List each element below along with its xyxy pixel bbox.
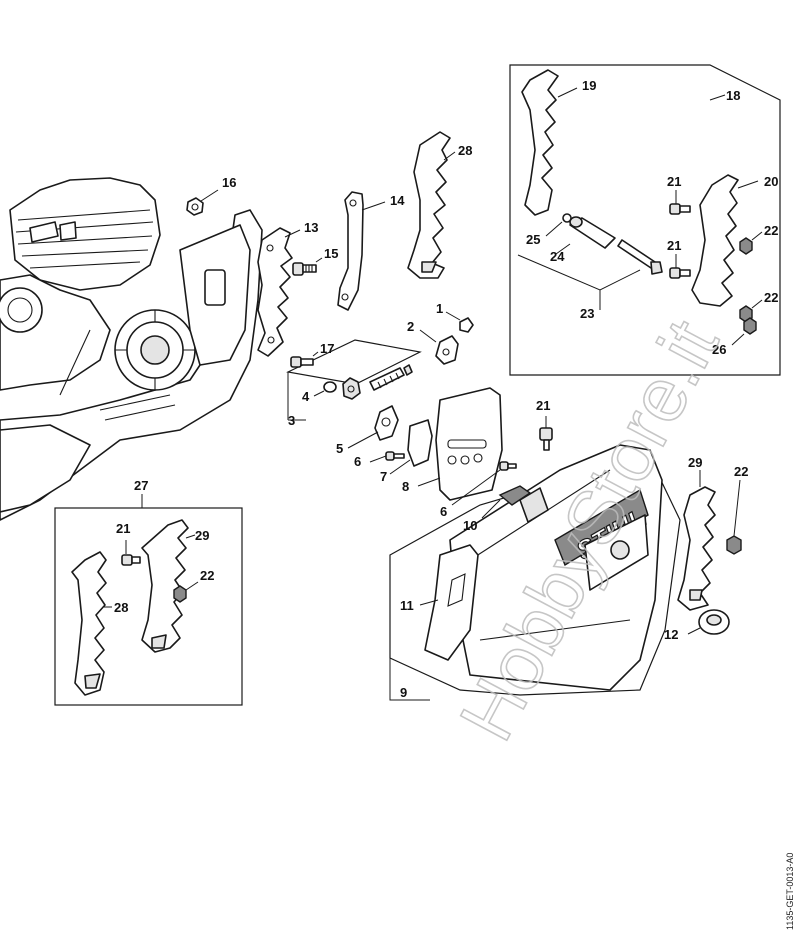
screw-6-right: 6 [440, 461, 517, 519]
callout-17: 17 [320, 341, 334, 356]
spiked-bumper-29-right: 29 [677, 455, 716, 611]
screw-6-left: 6 [354, 451, 405, 469]
callout-2: 2 [407, 319, 414, 334]
plate-7: 7 [380, 419, 433, 484]
callout-14: 14 [390, 193, 405, 208]
screw-15: 15 [292, 246, 338, 276]
callout-21-box-bottom: 21 [667, 238, 681, 253]
callout-16: 16 [222, 175, 236, 190]
callout-20: 20 [764, 174, 778, 189]
callout-11: 11 [400, 598, 414, 613]
callout-22-box-mid: 22 [764, 290, 778, 305]
spiked-bumper-13: 13 [257, 220, 318, 357]
callout-22-box27: 22 [200, 568, 214, 583]
callout-6-left: 6 [354, 454, 361, 469]
callout-3: 3 [288, 413, 295, 428]
callout-21-box27: 21 [116, 521, 130, 536]
callout-29-box: 29 [195, 528, 209, 543]
callout-4: 4 [302, 389, 310, 404]
callout-25: 25 [526, 232, 540, 247]
callout-15: 15 [324, 246, 338, 261]
callout-19: 19 [582, 78, 596, 93]
doc-reference: 1135-GET-0013-A0 [785, 853, 795, 930]
tensioner-kit: 17 4 3 [286, 339, 422, 428]
callout-22-box-top: 22 [764, 223, 778, 238]
nut-22-right: 22 [726, 464, 748, 555]
callout-5: 5 [336, 441, 343, 456]
callout-9: 9 [400, 685, 407, 700]
guide-plate-8: 8 [402, 387, 503, 501]
slide-5: 5 [336, 405, 399, 456]
callout-28-top: 28 [458, 143, 472, 158]
callout-26: 26 [712, 342, 726, 357]
callout-6-right: 6 [440, 504, 447, 519]
callout-7: 7 [380, 469, 387, 484]
spiked-bumper-28-top: 28 [407, 131, 472, 279]
wedge-11: 11 [400, 544, 479, 661]
sprocket-cover-9: STIHL 9 [389, 444, 681, 701]
nut-16: 16 [186, 175, 236, 216]
callout-22-right: 22 [734, 464, 748, 479]
callout-1: 1 [436, 301, 443, 316]
engine-assembly [0, 177, 263, 521]
callout-29-right: 29 [688, 455, 702, 470]
callout-8: 8 [402, 479, 409, 494]
screw-21-cover: 21 [536, 398, 553, 451]
insert-10: 10 [463, 485, 532, 533]
callout-27: 27 [134, 478, 148, 493]
callout-24: 24 [550, 249, 565, 264]
tensioner-slide-2: 2 [407, 319, 459, 365]
callout-10: 10 [463, 518, 477, 533]
callout-21-box-top: 21 [667, 174, 681, 189]
kit-box-27: 27 28 29 21 22 [54, 478, 243, 706]
kit-box-18: 18 19 20 21 21 22 22 26 24 [509, 64, 781, 376]
callout-28-box: 28 [114, 600, 128, 615]
bracket-14: 14 [337, 191, 405, 311]
nut-12: 12 [664, 609, 730, 642]
callout-18: 18 [726, 88, 740, 103]
callout-12: 12 [664, 627, 678, 642]
callout-13: 13 [304, 220, 318, 235]
callout-23: 23 [580, 306, 594, 321]
callout-21-cover: 21 [536, 398, 550, 413]
clip-1: 1 [436, 301, 474, 333]
